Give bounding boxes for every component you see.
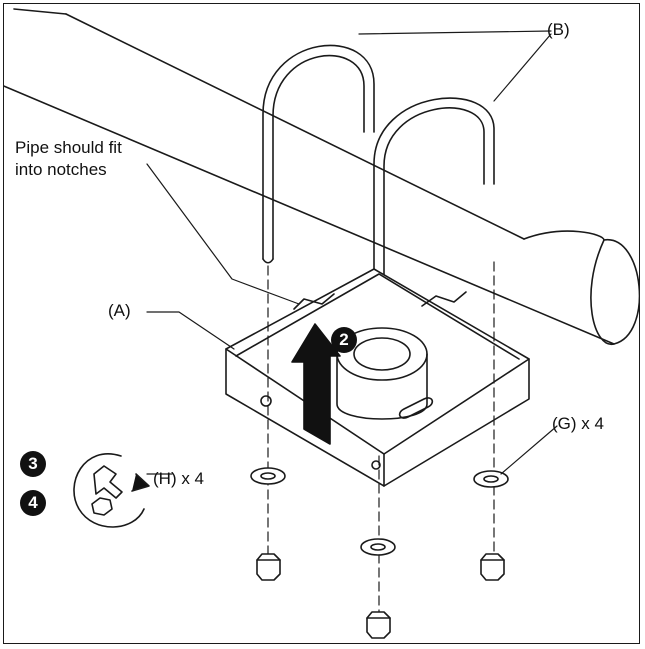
label-h: (H) x 4 bbox=[153, 469, 204, 488]
step-3-badge: 3 bbox=[20, 451, 46, 477]
nuts bbox=[256, 553, 505, 639]
pipe bbox=[4, 8, 639, 345]
washers bbox=[250, 467, 509, 556]
assembly-drawing bbox=[4, 8, 639, 639]
leader-lines bbox=[146, 30, 558, 475]
step-2-badge: 2 bbox=[331, 327, 357, 353]
tighten-icon bbox=[73, 453, 150, 528]
up-arrow bbox=[291, 323, 341, 445]
label-g: (G) x 4 bbox=[552, 414, 604, 433]
clamp-base bbox=[225, 268, 530, 487]
diagram-frame: (B) (A) (G) x 4 (H) x 4 Pipe should fit … bbox=[3, 3, 640, 644]
note-line-1: Pipe should fit bbox=[15, 138, 122, 157]
center-lines bbox=[267, 261, 495, 620]
u-bolt-left bbox=[262, 44, 375, 264]
label-a: (A) bbox=[108, 301, 131, 320]
step-4-badge: 4 bbox=[20, 490, 46, 516]
label-b: (B) bbox=[547, 20, 570, 39]
note-line-2: into notches bbox=[15, 160, 107, 179]
u-bolt-right bbox=[373, 97, 495, 325]
